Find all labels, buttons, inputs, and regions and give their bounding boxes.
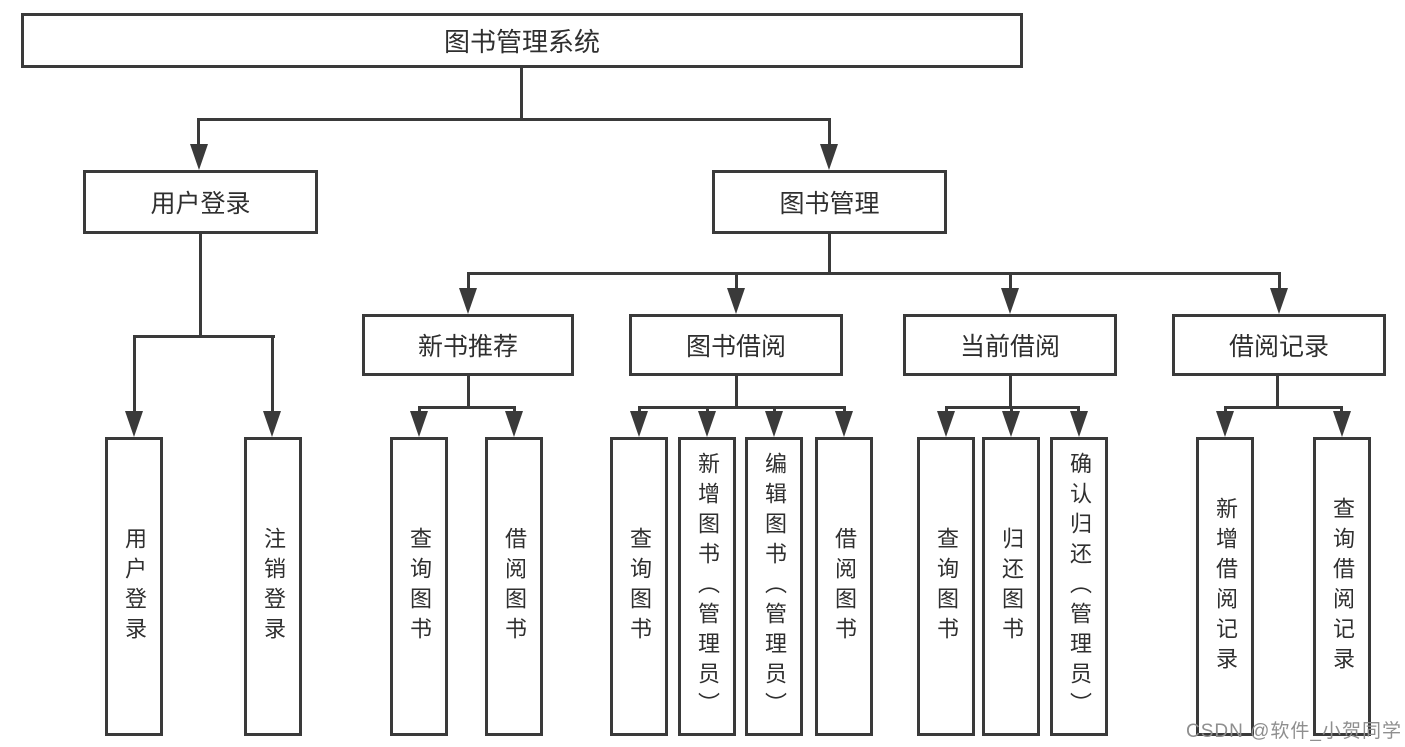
connector-line (1278, 272, 1281, 290)
node-root: 图书管理系统 (21, 13, 1023, 68)
connector-line (735, 376, 738, 408)
node-leaf-query-books-current: 查询图书 (917, 437, 975, 736)
arrowhead-down-icon (727, 288, 745, 314)
connector-line (828, 118, 831, 148)
connector-line (133, 335, 275, 338)
arrowhead-down-icon (459, 288, 477, 314)
arrowhead-down-icon (410, 411, 428, 437)
arrowhead-down-icon (698, 411, 716, 437)
node-borrow-record: 借阅记录 (1172, 314, 1386, 376)
arrowhead-down-icon (125, 411, 143, 437)
connector-line (197, 118, 200, 148)
connector-line (467, 272, 1281, 275)
arrowhead-down-icon (937, 411, 955, 437)
arrowhead-down-icon (1216, 411, 1234, 437)
arrowhead-down-icon (1333, 411, 1351, 437)
arrowhead-down-icon (630, 411, 648, 437)
arrowhead-down-icon (1001, 288, 1019, 314)
connector-line (199, 234, 202, 338)
node-book-borrow: 图书借阅 (629, 314, 843, 376)
connector-line (638, 406, 846, 409)
connector-line (1009, 272, 1012, 290)
arrowhead-down-icon (1002, 411, 1020, 437)
arrowhead-down-icon (505, 411, 523, 437)
node-book-management: 图书管理 (712, 170, 947, 234)
node-leaf-edit-book-admin: 编辑图书（管理员） (745, 437, 803, 736)
arrowhead-down-icon (190, 144, 208, 170)
node-leaf-user-login: 用户登录 (105, 437, 163, 736)
connector-line (520, 68, 523, 120)
node-leaf-query-borrow-record: 查询借阅记录 (1313, 437, 1371, 736)
node-leaf-add-book-admin: 新增图书（管理员） (678, 437, 736, 736)
connector-line (467, 272, 470, 290)
csdn-watermark: CSDN @软件_小贺同学 (1186, 721, 1402, 742)
connector-line (271, 335, 274, 413)
arrowhead-down-icon (765, 411, 783, 437)
arrowhead-down-icon (1270, 288, 1288, 314)
arrowhead-down-icon (820, 144, 838, 170)
arrowhead-down-icon (835, 411, 853, 437)
connector-line (735, 272, 738, 290)
connector-line (133, 335, 136, 413)
node-leaf-logout: 注销登录 (244, 437, 302, 736)
connector-line (197, 118, 831, 121)
node-leaf-query-books-recommend: 查询图书 (390, 437, 448, 736)
node-user-login: 用户登录 (83, 170, 318, 234)
arrowhead-down-icon (263, 411, 281, 437)
node-current-borrow: 当前借阅 (903, 314, 1117, 376)
node-leaf-query-books-borrow: 查询图书 (610, 437, 668, 736)
connector-line (828, 234, 831, 275)
connector-line (1276, 376, 1279, 408)
arrowhead-down-icon (1070, 411, 1088, 437)
node-leaf-borrow-books: 借阅图书 (815, 437, 873, 736)
connector-line (418, 406, 516, 409)
node-leaf-confirm-return-admin: 确认归还（管理员） (1050, 437, 1108, 736)
connector-line (1224, 406, 1343, 409)
node-new-book-recommend: 新书推荐 (362, 314, 574, 376)
connector-line (467, 376, 470, 408)
node-leaf-return-book: 归还图书 (982, 437, 1040, 736)
node-leaf-add-borrow-record: 新增借阅记录 (1196, 437, 1254, 736)
connector-line (1009, 376, 1012, 408)
node-leaf-borrow-books-recommend: 借阅图书 (485, 437, 543, 736)
